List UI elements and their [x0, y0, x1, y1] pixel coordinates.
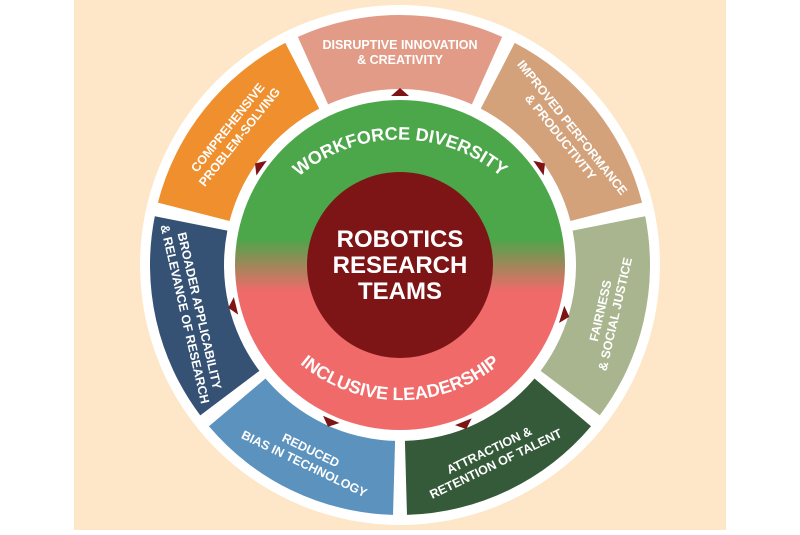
- label-disruptive: DISRUPTIVE INNOVATION& CREATIVITY: [322, 38, 477, 67]
- arrow-marker-1: [391, 88, 409, 96]
- arrow-marker-4: [454, 418, 472, 430]
- arrow-marker-6: [228, 297, 239, 315]
- center-title: ROBOTICS RESEARCH TEAMS: [333, 226, 468, 305]
- arrow-marker-2: [533, 160, 545, 176]
- center-title-line-3: TEAMS: [358, 278, 442, 305]
- segment-applicability: [150, 216, 260, 416]
- segment-fairness: [540, 216, 651, 416]
- arrow-marker-5: [323, 415, 340, 427]
- label-disruptive-line-1: DISRUPTIVE INNOVATION: [322, 38, 477, 52]
- arrow-marker-7: [255, 160, 267, 176]
- segment-problem_solving: [157, 42, 320, 222]
- segment-disruptive: [297, 14, 503, 105]
- arrow-marker-3: [558, 305, 570, 324]
- center-title-line-2: RESEARCH: [333, 252, 468, 279]
- label-disruptive-line-2: & CREATIVITY: [357, 53, 444, 67]
- center-title-line-1: ROBOTICS: [337, 226, 464, 253]
- segment-performance: [480, 42, 643, 222]
- center-circle: [307, 172, 493, 358]
- arrow-markers: [228, 88, 570, 430]
- segment-bias: [208, 378, 396, 515]
- segment-talent: [404, 378, 592, 515]
- outer-ring: [150, 14, 651, 515]
